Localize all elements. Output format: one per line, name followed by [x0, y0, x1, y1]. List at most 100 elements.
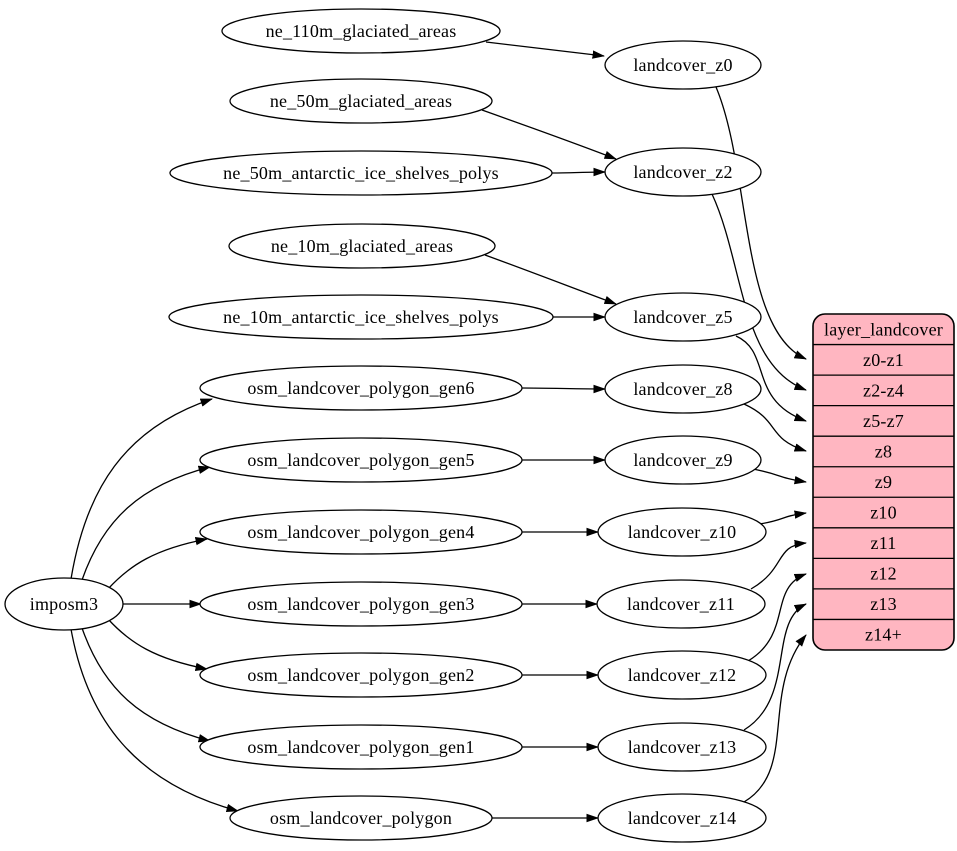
table-row-label-z12: z12: [870, 564, 897, 584]
node-ne_10m_glaciated_areas: ne_10m_glaciated_areas: [228, 223, 496, 269]
edge-imposm3-to-osm_landcover_polygon_gen5: [81, 465, 211, 581]
node-imposm3: imposm3: [4, 577, 124, 631]
edge-ne_50m_antarctic_ice_shelves_polys-to-landcover_z2: [551, 167, 606, 177]
node-landcover_z11: landcover_z11: [596, 579, 766, 629]
edges-layer: [70, 41, 807, 823]
node-label-ne_50m_antarctic_ice_shelves_polys: ne_50m_antarctic_ice_shelves_polys: [223, 163, 499, 183]
node-shape-landcover_z13: [597, 722, 767, 772]
node-landcover_z5: landcover_z5: [604, 292, 762, 342]
edge-landcover_z9-to-layer_landcover:z9: [752, 468, 807, 485]
node-label-landcover_z5: landcover_z5: [633, 307, 732, 327]
node-shape-landcover_z14: [597, 793, 767, 843]
table-header-label: layer_landcover: [824, 319, 943, 339]
node-shape-ne_10m_glaciated_areas: [228, 223, 496, 269]
node-label-imposm3: imposm3: [30, 594, 98, 614]
node-label-landcover_z9: landcover_z9: [633, 450, 732, 470]
node-label-osm_landcover_polygon_gen4: osm_landcover_polygon_gen4: [247, 522, 474, 542]
table-node-layer_landcover: layer_landcover z0-z1 z2-z4 z5-z7 z8 z9 z10 z11…: [812, 313, 955, 651]
table-row-label-z13: z13: [870, 594, 897, 614]
node-landcover_z8: landcover_z8: [604, 364, 762, 414]
node-shape-ne_110m_glaciated_areas: [221, 8, 501, 54]
node-label-ne_10m_glaciated_areas: ne_10m_glaciated_areas: [271, 236, 453, 256]
table-row-label-z9: z9: [875, 472, 892, 492]
node-ne_50m_antarctic_ice_shelves_polys: ne_50m_antarctic_ice_shelves_polys: [169, 150, 553, 196]
node-shape-osm_landcover_polygon_gen1: [199, 724, 523, 770]
node-label-ne_110m_glaciated_areas: ne_110m_glaciated_areas: [266, 21, 457, 41]
node-osm_landcover_polygon_gen1: osm_landcover_polygon_gen1: [199, 724, 523, 770]
edge-imposm3-to-osm_landcover_polygon_gen1: [81, 627, 211, 743]
edge-landcover_z12-to-layer_landcover:z12: [747, 573, 807, 662]
node-ne_10m_antarctic_ice_shelves_polys: ne_10m_antarctic_ice_shelves_polys: [168, 294, 554, 340]
node-osm_landcover_polygon_gen6: osm_landcover_polygon_gen6: [199, 365, 523, 411]
node-shape-landcover_z9: [604, 435, 762, 485]
node-label-landcover_z11: landcover_z11: [627, 594, 735, 614]
node-label-landcover_z12: landcover_z12: [628, 665, 737, 685]
edge-imposm3-to-osm_landcover_polygon_gen2: [107, 618, 208, 671]
node-shape-osm_landcover_polygon: [229, 795, 493, 841]
node-shape-landcover_z8: [604, 364, 762, 414]
edge-landcover_z0-to-layer_landcover:z0-z1: [715, 86, 807, 360]
node-shape-imposm3: [4, 577, 124, 631]
node-shape-ne_50m_glaciated_areas: [229, 78, 493, 124]
edge-landcover_z2-to-layer_landcover:z2-z4: [711, 193, 807, 391]
node-label-landcover_z13: landcover_z13: [628, 737, 737, 757]
table-row-label-z11: z11: [871, 533, 897, 553]
node-landcover_z13: landcover_z13: [597, 722, 767, 772]
edge-landcover_z8-to-layer_landcover:z8: [743, 403, 807, 452]
node-shape-osm_landcover_polygon_gen4: [199, 509, 523, 555]
table-row-label-z2-z4: z2-z4: [863, 380, 904, 400]
node-osm_landcover_polygon_gen2: osm_landcover_polygon_gen2: [199, 652, 523, 698]
edge-ne_110m_glaciated_areas-to-landcover_z0: [485, 41, 605, 59]
edge-landcover_z10-to-layer_landcover:z10: [759, 510, 807, 525]
node-label-landcover_z0: landcover_z0: [633, 55, 732, 75]
node-label-ne_50m_glaciated_areas: ne_50m_glaciated_areas: [270, 91, 452, 111]
node-label-osm_landcover_polygon_gen1: osm_landcover_polygon_gen1: [247, 737, 474, 757]
node-landcover_z10: landcover_z10: [597, 507, 767, 557]
node-landcover_z14: landcover_z14: [597, 793, 767, 843]
table-row-label-z0-z1: z0-z1: [863, 350, 904, 370]
edge-ne_10m_glaciated_areas-to-landcover_z5: [484, 254, 617, 305]
edge-imposm3-to-osm_landcover_polygon: [70, 628, 239, 813]
node-osm_landcover_polygon_gen5: osm_landcover_polygon_gen5: [199, 437, 523, 483]
node-shape-landcover_z0: [604, 40, 762, 90]
edge-osm_landcover_polygon_gen6-to-landcover_z8: [521, 384, 606, 394]
node-shape-landcover_z10: [597, 507, 767, 557]
node-osm_landcover_polygon_gen4: osm_landcover_polygon_gen4: [199, 509, 523, 555]
node-landcover_z9: landcover_z9: [604, 435, 762, 485]
node-shape-osm_landcover_polygon_gen3: [199, 581, 523, 627]
table-row-label-z10: z10: [870, 503, 897, 523]
node-label-landcover_z2: landcover_z2: [633, 162, 732, 182]
table-row-label-z8: z8: [875, 441, 892, 461]
node-ne_50m_glaciated_areas: ne_50m_glaciated_areas: [229, 78, 493, 124]
node-shape-ne_10m_antarctic_ice_shelves_polys: [168, 294, 554, 340]
node-label-osm_landcover_polygon_gen2: osm_landcover_polygon_gen2: [247, 665, 474, 685]
edge-ne_50m_glaciated_areas-to-landcover_z2: [481, 109, 617, 160]
nodes-layer: imposm3 ne_110m_glaciated_areas ne_50m_gla…: [4, 8, 767, 843]
node-label-landcover_z8: landcover_z8: [633, 379, 732, 399]
table-outline: [812, 313, 955, 651]
node-shape-landcover_z2: [604, 147, 762, 197]
node-label-landcover_z10: landcover_z10: [628, 522, 737, 542]
node-landcover_z0: landcover_z0: [604, 40, 762, 90]
edge-landcover_z14-to-layer_landcover:z14+: [743, 634, 807, 803]
table-row-label-z14+: z14+: [865, 625, 902, 645]
table-row-label-z5-z7: z5-z7: [863, 411, 904, 431]
node-shape-osm_landcover_polygon_gen2: [199, 652, 523, 698]
table-layer: layer_landcover z0-z1 z2-z4 z5-z7 z8 z9 z10 z11…: [812, 313, 955, 651]
node-shape-landcover_z11: [596, 579, 766, 629]
node-label-landcover_z14: landcover_z14: [628, 808, 737, 828]
node-osm_landcover_polygon_gen3: osm_landcover_polygon_gen3: [199, 581, 523, 627]
node-landcover_z2: landcover_z2: [604, 147, 762, 197]
node-osm_landcover_polygon: osm_landcover_polygon: [229, 795, 493, 841]
node-shape-osm_landcover_polygon_gen6: [199, 365, 523, 411]
node-shape-landcover_z12: [597, 650, 767, 700]
edge-landcover_z5-to-layer_landcover:z5-z7: [735, 335, 807, 422]
node-ne_110m_glaciated_areas: ne_110m_glaciated_areas: [221, 8, 501, 54]
node-label-osm_landcover_polygon_gen3: osm_landcover_polygon_gen3: [247, 594, 474, 614]
node-label-osm_landcover_polygon_gen5: osm_landcover_polygon_gen5: [247, 450, 474, 470]
edge-imposm3-to-osm_landcover_polygon_gen6: [70, 398, 213, 580]
node-shape-ne_50m_antarctic_ice_shelves_polys: [169, 150, 553, 196]
node-shape-osm_landcover_polygon_gen5: [199, 437, 523, 483]
